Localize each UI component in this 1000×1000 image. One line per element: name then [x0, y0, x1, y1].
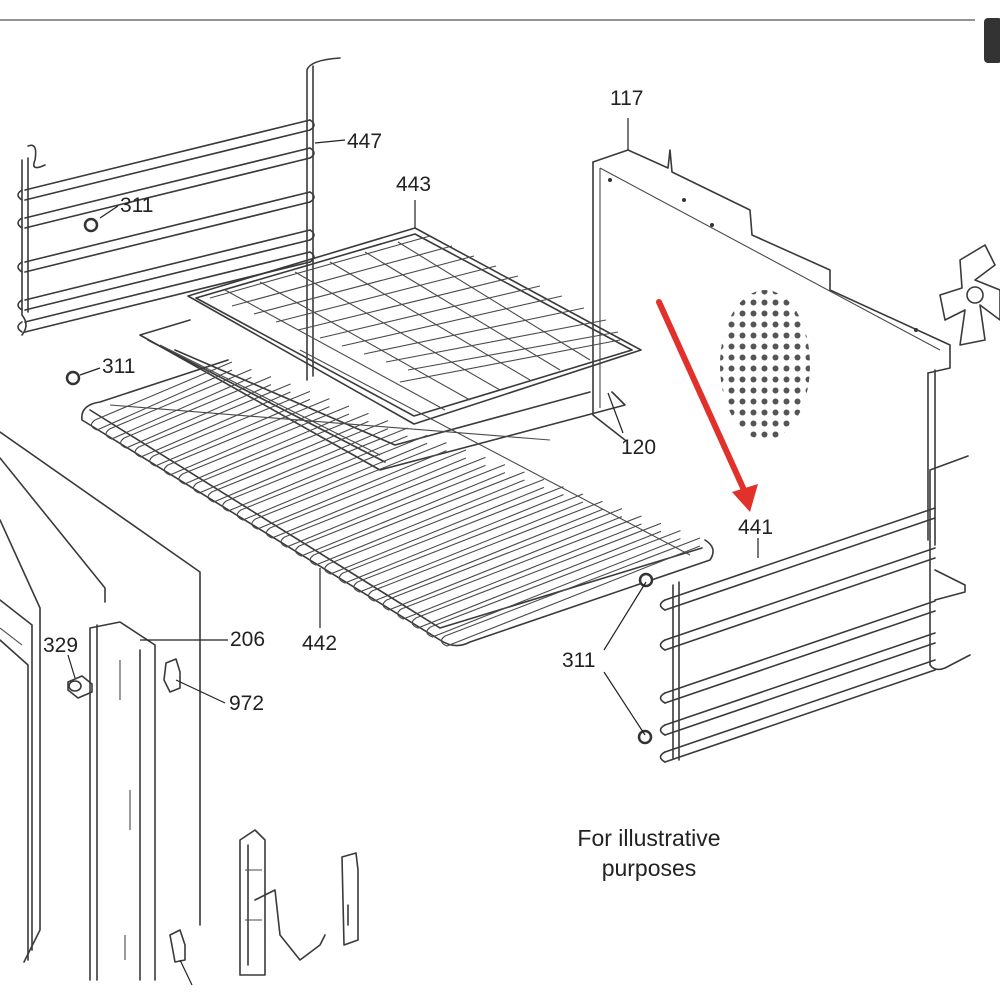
shelf-rod: [295, 464, 506, 557]
leader-lines: [67, 118, 759, 986]
back-panel-117: [592, 149, 951, 546]
shelf-rods: [90, 361, 701, 647]
right-shelf-support-441: [659, 455, 971, 763]
fan-grille: [720, 290, 810, 440]
caption-line-2: purposes: [602, 855, 697, 881]
callout-441: 441: [738, 516, 773, 539]
callouts: 117 447 311 443 311 120 441 442 206 329 …: [43, 87, 773, 715]
shelf-rod: [265, 449, 467, 539]
callout-311-top: 311: [120, 194, 153, 217]
callout-442: 442: [302, 632, 337, 655]
shelf-rod: [353, 493, 584, 593]
callout-311-mid: 311: [102, 355, 135, 378]
caption-line-1: For illustrative: [577, 825, 720, 851]
callout-972: 972: [229, 692, 264, 715]
shelf-rod: [105, 368, 252, 440]
shelf-rod: [382, 508, 623, 611]
shelf-rod: [134, 383, 291, 458]
shelf-rod: [236, 434, 428, 521]
door-glass-panels: [0, 431, 201, 963]
callout-120: 120: [621, 436, 656, 459]
oven-rack-443: [187, 227, 642, 425]
fan-blade: [939, 244, 1000, 346]
door-side-profile: [89, 621, 156, 981]
shelf-rod: [411, 522, 662, 629]
shelf-rod: [324, 478, 545, 575]
shelf-rod: [338, 486, 564, 584]
shelf-rod: [368, 500, 603, 602]
washer-311-right-lower: [637, 729, 653, 745]
washer-311-right-upper: [638, 572, 654, 588]
callout-206: 206: [230, 628, 265, 651]
spacer-329: [67, 675, 93, 699]
clip-972: [163, 658, 181, 693]
shelf-rod: [309, 471, 525, 566]
callout-443: 443: [396, 173, 431, 196]
highlight-arrow: [656, 299, 758, 512]
shelf-rod: [120, 376, 272, 449]
callout-117: 117: [610, 87, 643, 110]
rollout-shelf-442: [81, 349, 714, 647]
callout-329: 329: [43, 634, 78, 657]
callout-311-bottom: 311: [562, 649, 595, 672]
shelf-rod: [222, 427, 408, 512]
corner-badge: [984, 18, 1000, 63]
shelf-rod: [163, 398, 330, 476]
shelf-rod: [193, 412, 369, 494]
shelf-rod: [397, 515, 642, 620]
shelf-rod: [426, 530, 681, 638]
shelf-rod: [440, 537, 701, 647]
washer-311-top: [83, 217, 99, 233]
door-clip-lower: [169, 929, 186, 963]
washer-311-mid: [65, 370, 81, 386]
shelf-rod: [149, 390, 311, 467]
callout-447: 447: [347, 130, 382, 153]
shelf-rod: [90, 361, 233, 431]
shelf-rod: [178, 405, 350, 485]
door-hinge: [239, 829, 326, 976]
left-support-rails: [17, 119, 315, 333]
baking-tray-120: [139, 319, 626, 471]
shelf-rod: [280, 456, 486, 548]
left-shelf-support-447: [17, 57, 341, 381]
shelf-rod: [207, 420, 389, 503]
door-latch-bracket: [341, 852, 359, 946]
shelf-rod: [251, 442, 447, 530]
